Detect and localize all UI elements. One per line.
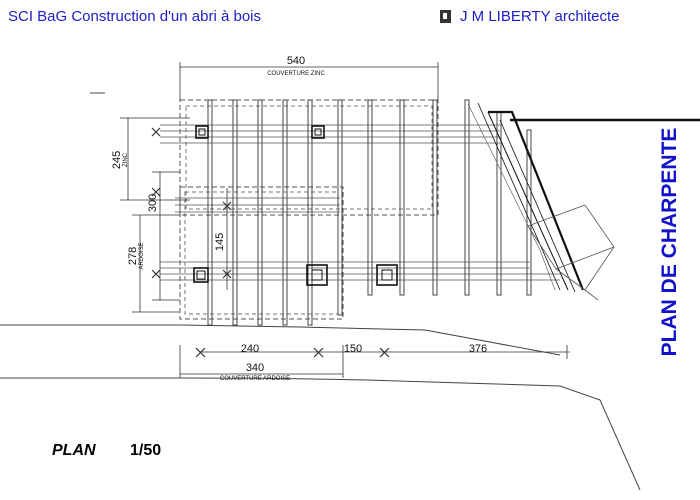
site-line-lower bbox=[0, 377, 641, 491]
dim-ardoise-small: ARDOISE bbox=[139, 242, 145, 269]
zinc-roof-inner bbox=[185, 105, 433, 210]
dim-zinc-caption: COUVERTURE ZINC bbox=[267, 71, 325, 77]
site-line-upper bbox=[0, 324, 561, 356]
adjacent-building bbox=[527, 204, 615, 301]
dim-150: 150 bbox=[344, 343, 362, 355]
dim-376: 376 bbox=[469, 343, 487, 355]
dim-240: 240 bbox=[241, 343, 259, 355]
plan-label: PLAN bbox=[52, 442, 96, 459]
project-title: SCI BaG Construction d'un abri à bois bbox=[8, 8, 261, 25]
dim-540: 540 bbox=[287, 55, 305, 67]
dim-245: 245 bbox=[111, 151, 123, 169]
dim-300: 300 bbox=[147, 194, 159, 212]
architect-name: J M LIBERTY architecte bbox=[460, 8, 620, 25]
dimension-lines bbox=[120, 62, 570, 378]
dimension-labels: 540 COUVERTURE ZINC 240 150 376 340 COUV… bbox=[111, 55, 487, 382]
posts bbox=[193, 125, 398, 286]
architect-logo bbox=[440, 10, 451, 23]
rafters bbox=[207, 99, 532, 326]
dim-ardoise-caption: COUVERTURE ARDOISE bbox=[220, 376, 290, 382]
x-markers bbox=[151, 127, 390, 358]
dim-340: 340 bbox=[246, 362, 264, 374]
sheet-title: PLAN DE CHARPENTE bbox=[658, 127, 681, 357]
scale-label: 1/50 bbox=[130, 442, 162, 459]
hip-lines bbox=[467, 102, 700, 293]
dim-zinc-small: ZINC bbox=[123, 152, 129, 167]
dim-278: 278 bbox=[127, 247, 139, 265]
site-lines bbox=[0, 92, 641, 491]
dim-145: 145 bbox=[214, 233, 226, 251]
purlins bbox=[160, 124, 560, 281]
